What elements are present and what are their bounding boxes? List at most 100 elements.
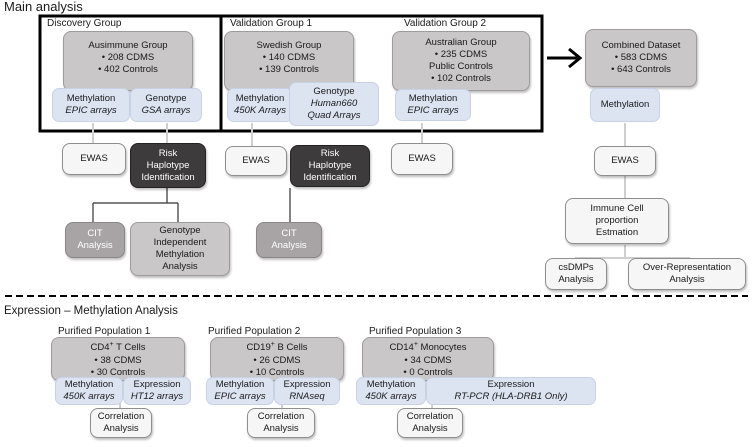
immune-line: proportion	[595, 215, 639, 226]
cohort-cases: 38 CDMS	[91, 355, 146, 367]
platform-name: 450K arrays	[63, 391, 115, 402]
pp3-expression-box: Expression RT-PCR (HLA-DRB1 Only)	[426, 377, 596, 405]
gima-line: Analysis	[162, 261, 198, 272]
corr-line: Correlation	[257, 411, 305, 422]
ewas-label: EWAS	[242, 155, 270, 166]
platform-name: Human660	[310, 98, 358, 109]
discovery-methylation-box: Methylation EPIC arrays	[52, 88, 130, 122]
risk-line: Identification	[141, 171, 195, 183]
platform-title: Methylation	[235, 93, 285, 104]
platform-title: Methylation	[64, 379, 114, 390]
cell-type: CD14+ Monocytes	[389, 341, 467, 354]
cohort-cases: 235 CDMS	[435, 49, 487, 61]
ausimmune-cohort-box: Ausimmune Group 208 CDMS 402 Controls	[63, 31, 193, 91]
immune-cell-box: Immune Cell proportion Estmation	[565, 198, 669, 244]
validation-frame	[219, 14, 544, 133]
cohort-cases: 208 CDMS	[98, 52, 158, 64]
csdmps-box: csDMPs Analysis	[545, 258, 607, 290]
validation2-methylation-box: Methylation EPIC arrays	[395, 89, 471, 121]
pp2-label: Purified Population 2	[208, 326, 301, 337]
cohort-controls: 10 Controls	[250, 367, 305, 379]
ewas-label: EWAS	[80, 153, 108, 164]
platform-name: EPIC arrays	[407, 105, 459, 116]
cohort-controls: 402 Controls	[98, 64, 158, 76]
platform-name: EPIC arrays	[214, 391, 266, 402]
platform-title: Genotype	[313, 86, 355, 97]
platform-title: Methylation	[215, 379, 265, 390]
cohort-controls: 139 Controls	[259, 64, 319, 76]
combined-dataset-box: Combined Dataset 583 CDMS 643 Controls	[585, 29, 697, 87]
risk-line: Identification	[303, 172, 357, 183]
ora-line: Over-Representation	[642, 262, 732, 273]
pp2-methylation-box: Methylation EPIC arrays	[206, 377, 274, 405]
cohort-name: Australian Group	[425, 37, 497, 48]
immune-line: Immune Cell	[590, 203, 644, 214]
discovery-risk-haplotype-box: Risk Haplotype Identification	[130, 143, 206, 188]
ora-line: Analysis	[669, 274, 705, 285]
discovery-ewas-box: EWAS	[62, 143, 126, 175]
discovery-genotype-box: Genotype GSA arrays	[130, 88, 202, 122]
risk-line: Risk	[158, 147, 178, 159]
cohort-controls: 0 Controls	[403, 367, 452, 379]
cohort-controls: 30 Controls	[91, 367, 146, 379]
validation1-label: Validation Group 1	[230, 18, 313, 29]
platform-name: HT12 arrays	[130, 391, 184, 402]
big-arrow-head	[568, 47, 583, 69]
cohort-name: Swedish Group	[256, 40, 322, 51]
pp2-correlation-box: Correlation Analysis	[247, 408, 315, 438]
discovery-cit-box: CIT Analysis	[65, 222, 125, 258]
pp3-cohort-box: CD14+ Monocytes 34 CDMS 0 Controls	[362, 337, 494, 381]
cohort-cases: 26 CDMS	[250, 355, 305, 367]
pp3-label: Purified Population 3	[369, 326, 462, 337]
cit-line: Analysis	[77, 240, 113, 251]
cohort-controls: 102 Controls	[431, 73, 491, 85]
risk-line: Risk	[320, 148, 340, 159]
cit-line: CIT	[281, 228, 297, 239]
combined-controls: 643 Controls	[611, 64, 671, 76]
pp2-cohort-box: CD19+ B Cells 26 CDMS 10 Controls	[210, 337, 344, 381]
corr-line: Analysis	[263, 423, 299, 434]
australian-cohort-box: Australian Group 235 CDMS Public Control…	[392, 31, 530, 91]
corr-line: Analysis	[412, 423, 448, 434]
validation1-genotype-box: Genotype Human660 Quad Arrays	[289, 82, 379, 126]
platform-name: 450K arrays	[365, 391, 417, 402]
validation2-ewas-box: EWAS	[391, 143, 453, 175]
pp1-cohort-box: CD4+ T Cells 38 CDMS 30 Controls	[51, 337, 185, 381]
discovery-group-label: Discovery Group	[47, 18, 122, 29]
platform-title: Methylation	[366, 379, 416, 390]
combined-ewas-box: EWAS	[594, 146, 656, 176]
platform-title: Methylation	[408, 93, 458, 104]
validation1-ewas-box: EWAS	[225, 146, 287, 176]
corr-line: Correlation	[97, 411, 145, 422]
combined-name: Combined Dataset	[601, 40, 681, 51]
main-analysis-title: Main analysis	[4, 0, 83, 14]
cohort-name: Ausimmune Group	[88, 40, 168, 51]
platform-title: Expression	[133, 379, 181, 390]
csdmps-line: Analysis	[558, 274, 594, 285]
platform-name: GSA arrays	[141, 105, 191, 116]
cell-type: CD4+ T Cells	[90, 341, 146, 354]
platform-name: RT-PCR (HLA-DRB1 Only)	[454, 391, 568, 402]
pp1-correlation-box: Correlation Analysis	[90, 408, 152, 438]
corr-line: Analysis	[103, 423, 139, 434]
cohort-cases: 34 CDMS	[403, 355, 452, 367]
immune-line: Estmation	[595, 227, 639, 238]
platform-name: Quad Arrays	[307, 110, 361, 121]
combined-cases: 583 CDMS	[611, 52, 671, 64]
combined-methylation-box: Methylation	[590, 88, 660, 122]
validation1-risk-haplotype-box: Risk Haplotype Identification	[290, 145, 370, 187]
pp1-label: Purified Population 1	[58, 326, 151, 337]
platform-name: 450K Arrays	[234, 105, 286, 116]
public-controls-label: Public Controls	[429, 61, 493, 72]
platform-title: Methylation	[600, 99, 650, 110]
pp3-correlation-box: Correlation Analysis	[397, 408, 463, 438]
cohort-cases: 140 CDMS	[259, 52, 319, 64]
validation1-methylation-box: Methylation 450K Arrays	[227, 88, 293, 122]
gima-line: Genotype	[159, 225, 201, 236]
platform-title: Methylation	[66, 93, 116, 104]
pp2-expression-box: Expression RNAseq	[274, 377, 340, 405]
over-representation-box: Over-Representation Analysis	[628, 258, 746, 290]
cit-line: CIT	[87, 228, 103, 239]
pp1-expression-box: Expression HT12 arrays	[123, 377, 191, 405]
swedish-cohort-box: Swedish Group 140 CDMS 139 Controls	[224, 31, 354, 91]
